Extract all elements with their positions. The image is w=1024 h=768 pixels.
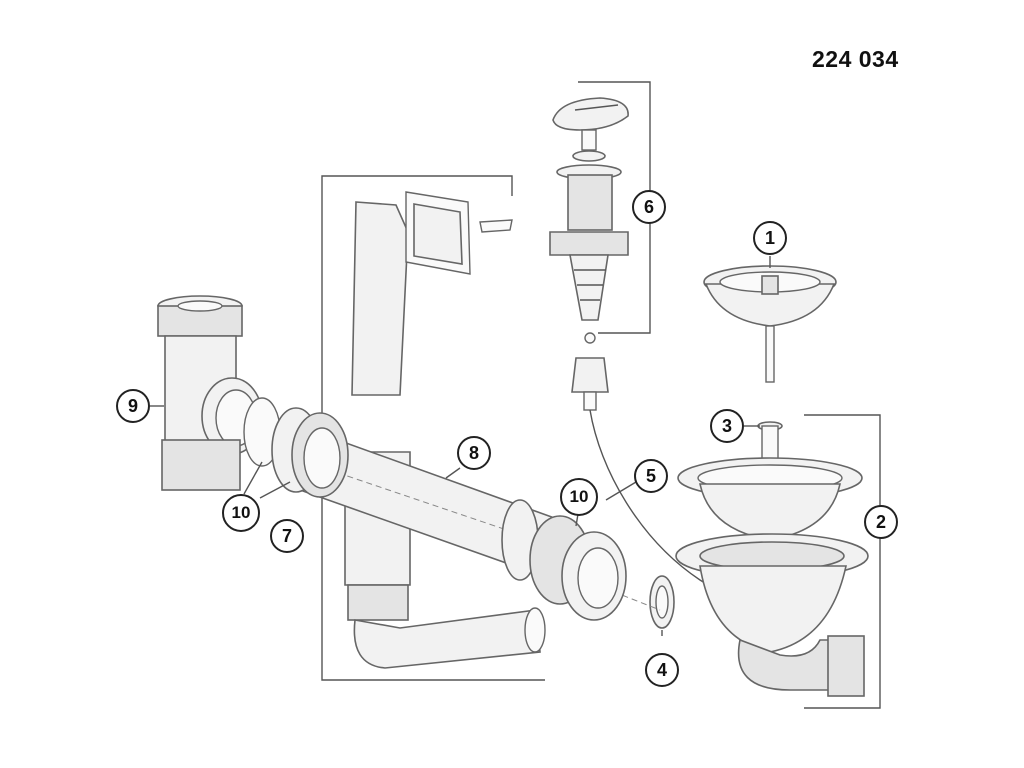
callout-6: 6 [632,190,666,224]
drawing-number: 224 034 [812,46,899,72]
callout-5: 5 [634,459,668,493]
pipe-nut-right [501,499,627,621]
trap-tee [157,295,263,491]
callout-9: 9 [116,389,150,423]
bracket-group-7 [321,175,545,681]
callout-10-right: 10 [560,478,598,516]
overflow-unit [344,191,546,669]
callout-10-left: 10 [222,494,260,532]
seal-ring [649,575,675,629]
callout-7: 7 [270,519,304,553]
leader-lines [150,256,771,636]
strainer-basket [703,265,837,383]
bracket-group-2 [804,414,881,709]
callout-8: 8 [457,436,491,470]
callout-3: 3 [710,409,744,443]
callout-1: 1 [753,221,787,255]
popup-valve-assembly [549,97,629,344]
pipe-nut-left [243,397,349,498]
callout-4: 4 [645,653,679,687]
drain-body [675,457,869,697]
callout-2: 2 [864,505,898,539]
